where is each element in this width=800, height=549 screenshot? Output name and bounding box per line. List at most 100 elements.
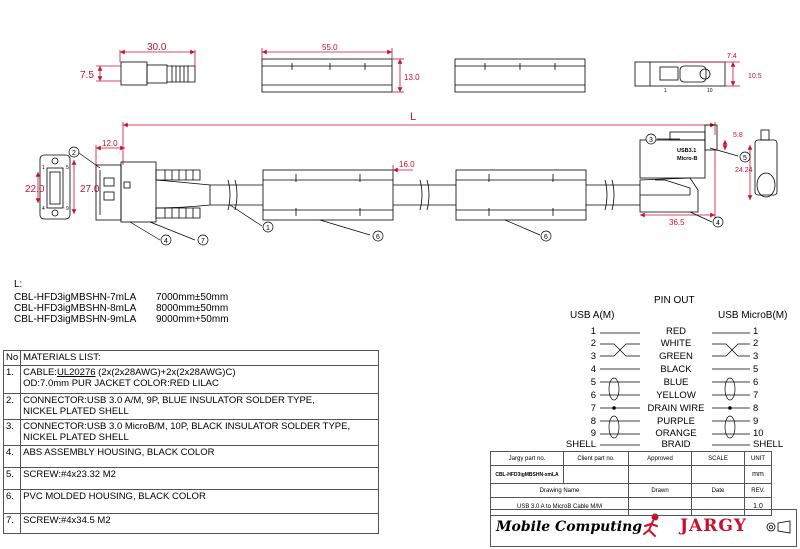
svg-text:7: 7 xyxy=(201,238,205,245)
length-heading: L: xyxy=(14,279,23,290)
face-pin5: 5 xyxy=(66,165,69,171)
tb-unit: mm xyxy=(744,465,772,484)
cable xyxy=(210,179,640,211)
material-desc: PVC MOLDED HOUSING, BLACK COLOR xyxy=(20,489,380,514)
tb-rev: 1.0 xyxy=(744,497,772,516)
material-text: CABLE: xyxy=(23,367,57,378)
material-no: 1. xyxy=(2,365,22,394)
pin-right: 9 xyxy=(753,416,759,427)
top-dims xyxy=(96,49,196,82)
material-desc: SCREW:#4x23.32 M2 xyxy=(20,467,380,490)
projection-symbol-icon xyxy=(766,520,791,534)
tb-h-client: Client part no. xyxy=(563,451,629,466)
material-desc: SCREW:#4x34.5 M2 xyxy=(20,513,380,534)
pin-left: 6 xyxy=(590,390,596,401)
face-pin9: 9 xyxy=(66,206,69,212)
material-no: 3. xyxy=(2,419,22,446)
pin-right: 1 xyxy=(753,326,759,337)
plug-label-2: Micro-B xyxy=(677,156,698,162)
material-row: 3.CONNECTOR:USB 3.0 MicroB/M, 10P, BLACK… xyxy=(2,419,380,446)
pin-right: 2 xyxy=(753,338,759,349)
pinout-right-header: USB MicroB(M) xyxy=(718,310,788,321)
tb-h-drawn: Drawn xyxy=(628,483,692,498)
material-text: CONNECTOR:USB 3.0 A/M, 9P, BLUE INSULATO… xyxy=(23,395,315,406)
tb-h-drawing: Drawing Name xyxy=(490,483,629,498)
microb-dims xyxy=(678,61,740,87)
pin-left: 8 xyxy=(590,416,596,427)
material-desc: ABS ASSEMBLY HOUSING, BLACK COLOR xyxy=(20,445,380,468)
materials-no-header: No xyxy=(2,350,22,366)
callout-numbers: 2 4 7 1 6 6 3 5 4 xyxy=(72,137,747,245)
pin-color: BLUE xyxy=(663,377,689,388)
pin-right: 7 xyxy=(753,390,759,401)
materials-table: No MATERIALS LIST: 1.CABLE:UL20276 (2x(2… xyxy=(2,350,380,534)
pin-right: SHELL xyxy=(753,439,784,450)
material-text: PVC MOLDED HOUSING, BLACK COLOR xyxy=(23,491,206,502)
tb-part-no: CBL-HFD3igMBSHN-xmLA xyxy=(490,465,564,484)
pin-left: 9 xyxy=(590,428,596,439)
drain-dot-right xyxy=(728,406,732,410)
material-no: 6. xyxy=(2,489,22,514)
tb-h-unit: UNIT xyxy=(744,451,772,466)
pinout-left-header: USB A(M) xyxy=(570,310,615,321)
tb-approved xyxy=(628,465,692,484)
material-text-line2: OD:7.0mm PUR JACKET COLOR:RED LILAC xyxy=(23,378,219,389)
pin-right: 10 xyxy=(753,428,764,439)
microb-end-view xyxy=(754,129,778,198)
dim-13: 13.0 xyxy=(404,73,420,82)
material-no: 4. xyxy=(2,445,22,468)
side-housing-1 xyxy=(262,169,394,221)
material-row: 6.PVC MOLDED HOUSING, BLACK COLOR xyxy=(2,489,380,514)
pinout-title: PIN OUT xyxy=(654,295,695,306)
overall-length-dim xyxy=(122,122,716,165)
tb-h-date: Date xyxy=(691,483,745,498)
svg-text:1: 1 xyxy=(266,225,270,232)
pin-color: RED xyxy=(665,326,687,337)
ra-dims xyxy=(640,140,753,218)
top-housing-1 xyxy=(261,58,393,93)
logo-mobile: Mobile xyxy=(496,519,551,535)
pinout-wires xyxy=(600,332,750,446)
pin-color: ORANGE xyxy=(655,428,697,439)
pin-left: SHELL xyxy=(565,439,596,450)
micro-pin10: 10 xyxy=(707,88,713,94)
pin-color: BRAID xyxy=(661,439,691,450)
material-desc: CABLE:UL20276 (2x(2x28AWG)+2x(2x28AWG)C)… xyxy=(20,365,380,394)
svg-text:5: 5 xyxy=(743,155,747,162)
dim-5-8: 5.8 xyxy=(733,132,743,139)
callout-bubbles xyxy=(68,133,751,246)
length-row-part: CBL-HFD3igMBSHN-7mLA xyxy=(14,292,137,303)
tb-h-scale: SCALE xyxy=(691,451,745,466)
logo-mobile-computing: Mobile Computing xyxy=(496,519,642,535)
length-row-part: CBL-HFD3igMBSHN-8mLA xyxy=(14,303,137,314)
logo-computing: Computing xyxy=(555,519,643,535)
material-text: SCREW:#4x34.5 M2 xyxy=(23,515,111,526)
pin-color: DRAIN WIRE xyxy=(647,403,705,414)
housing-dims xyxy=(261,48,404,93)
tb-scale xyxy=(691,465,745,484)
pin-color: WHITE xyxy=(660,338,692,349)
pin-right: 3 xyxy=(753,351,759,362)
dim-22: 22.0 xyxy=(25,184,45,195)
side-housing-2 xyxy=(455,169,587,221)
dim-12: 12.0 xyxy=(102,139,118,148)
face-pin1: 1 xyxy=(42,165,45,171)
pin-left: 2 xyxy=(590,338,596,349)
materials-title: MATERIALS LIST: xyxy=(20,350,380,366)
svg-text:3: 3 xyxy=(649,137,653,144)
top-microb-view xyxy=(634,61,726,87)
length-row-len: 7000mm±50mm xyxy=(156,292,229,303)
material-text: CONNECTOR:USB 3.0 MicroB/M, 10P, BLACK I… xyxy=(23,421,351,432)
top-housing-2 xyxy=(454,58,586,93)
svg-text:4: 4 xyxy=(716,220,720,227)
material-no: 2. xyxy=(2,393,22,420)
pin-right: 5 xyxy=(753,364,759,375)
material-row: 7.SCREW:#4x34.5 M2 xyxy=(2,513,380,534)
length-row-len: 9000mm+50mm xyxy=(156,314,229,325)
pin-left: 3 xyxy=(590,351,596,362)
pin-left: 4 xyxy=(590,364,596,375)
pin-left: 7 xyxy=(590,403,596,414)
pin-color: PURPLE xyxy=(656,416,695,427)
title-block: Jargy part no. Client part no. Approved … xyxy=(490,451,772,516)
